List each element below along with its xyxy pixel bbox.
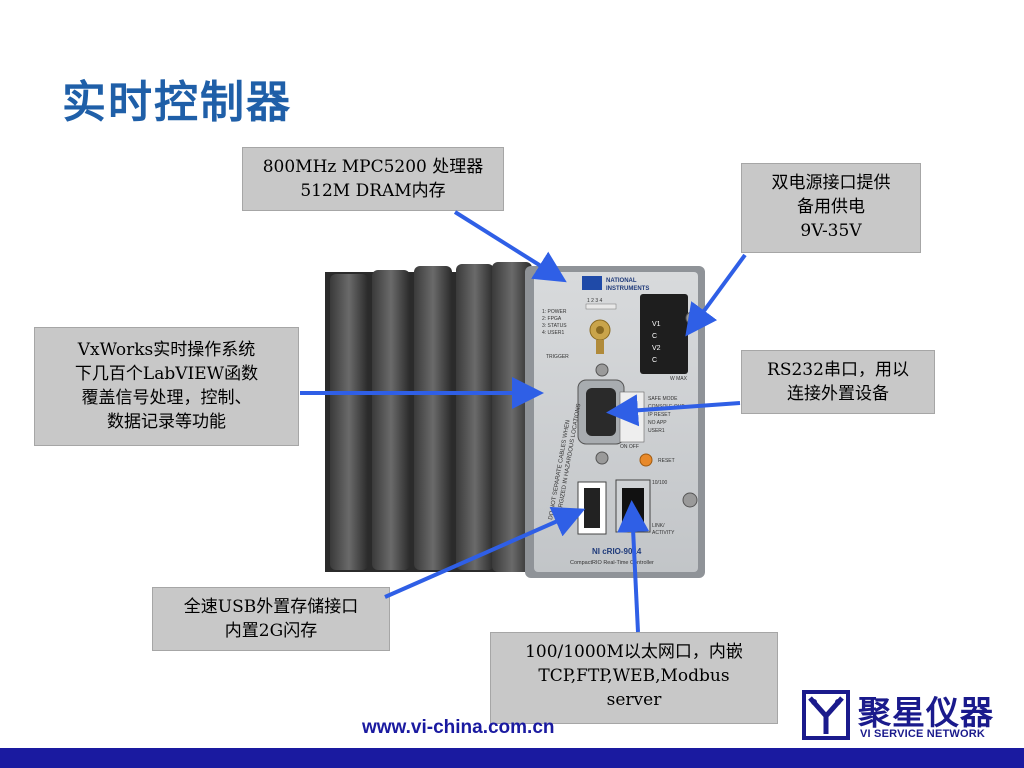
callout-usb: 全速USB外置存储接口 内置2G闪存 [152,587,390,651]
callout-rs232-line-2: 连接外置设备 [787,384,889,404]
callout-power-line-3: 9V-35V [800,221,862,241]
logo-english-text: VI SERVICE NETWORK [860,728,986,740]
reset-label: RESET [658,458,675,464]
crio-controller-image: NATIONAL INSTRUMENTS 1 2 3 4 1: POWER 2:… [325,262,705,578]
power-pin-v2: V2 [652,345,661,352]
dip-console-out: CONSOLE OUT [648,404,684,410]
callout-rs232-line-1: RS232串口，用以 [767,360,909,380]
power-pin-c2: C [652,357,657,364]
bottom-bar [0,748,1024,768]
callout-processor-line-1: 800MHz MPC5200 处理器 [262,157,484,177]
dip-no-app: NO APP [648,420,667,426]
callout-os-line-3: 覆盖信号处理，控制、 [81,388,252,408]
callout-ethernet-line-3: server [606,690,662,710]
callout-power: 双电源接口提供 备用供电 9V-35V [741,163,921,253]
led-label-status: 3: STATUS [542,323,567,329]
dip-safe-mode: SAFE MODE [648,396,678,402]
power-pin-c1: C [652,333,657,340]
callout-power-line-1: 双电源接口提供 [771,173,891,193]
power-rating: W MAX [670,376,688,382]
callout-rs232: RS232串口，用以 连接外置设备 [741,350,935,414]
brand-line-2: INSTRUMENTS [606,286,649,292]
heatsink-fins [330,262,532,572]
callout-power-line-2: 备用供电 [797,197,865,217]
power-pin-v1: V1 [652,321,661,328]
model-description: CompactRIO Real-Time Controller [570,560,654,566]
callout-usb-line-2: 内置2G闪存 [224,621,318,641]
dip-user1: USER1 [648,428,665,434]
led-label-user1: 4: USER1 [542,330,564,336]
led-numbers: 1 2 3 4 [587,298,603,304]
led-label-power: 1: POWER [542,309,567,315]
callout-ethernet-line-2: TCP,FTP,WEB,Modbus [538,666,730,686]
brand-line-1: NATIONAL [606,278,637,284]
link-label: LINK/ [652,523,665,529]
company-logo: 聚星仪器 VI SERVICE NETWORK [802,690,1016,744]
callout-ethernet-line-1: 100/1000M以太网口，内嵌 [525,642,743,662]
callout-os-line-2: 下几百个LabVIEW函数 [74,364,259,384]
callout-os-line-4: 数据记录等功能 [107,412,226,432]
dip-ip-reset: IP RESET [648,412,671,418]
on-off-label: ON OFF [620,444,639,450]
trigger-label: TRIGGER [546,354,569,360]
website-url[interactable]: www.vi-china.com.cn [362,717,555,738]
page-title: 实时控制器 [62,77,292,128]
model-label: NI cRIO-9014 [592,547,642,556]
eth-speed-label: 10/100 [652,480,668,486]
led-label-fpga: 2: FPGA [542,316,562,322]
logo-mark-icon [802,690,850,740]
logo-chinese-text: 聚星仪器 [858,693,994,732]
callout-os: VxWorks实时操作系统 下几百个LabVIEW函数 覆盖信号处理，控制、 数… [34,327,299,446]
callout-ethernet: 100/1000M以太网口，内嵌 TCP,FTP,WEB,Modbus serv… [490,632,778,724]
callout-os-line-1: VxWorks实时操作系统 [77,340,256,360]
callout-processor-line-2: 512M DRAM内存 [300,181,446,201]
activity-label: ACTIVITY [652,530,675,536]
callout-processor: 800MHz MPC5200 处理器 512M DRAM内存 [242,147,504,211]
callout-usb-line-1: 全速USB外置存储接口 [183,597,359,617]
